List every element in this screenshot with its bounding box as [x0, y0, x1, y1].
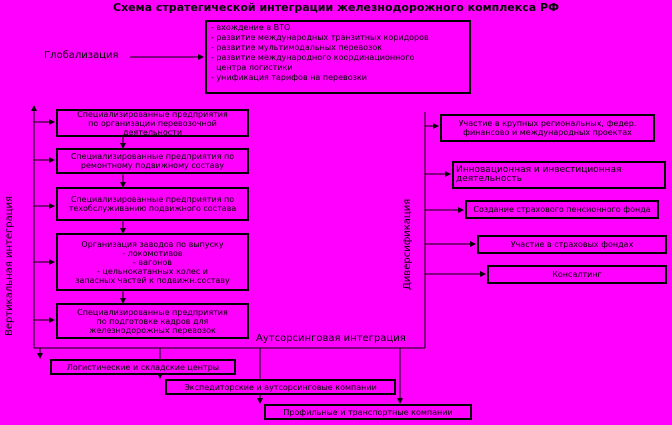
- diversification-box-innovation: Инновационная и инвестиционная деятельно…: [452, 161, 666, 189]
- vertical-box-staff-training: Специализированные предприятия по подгот…: [56, 303, 249, 339]
- outsourcing-box-forwarding: Экспедиторские и аутсорсинговые компании: [165, 379, 396, 395]
- vertical-box-rolling-stock-repair: Специализированные предприятия по ремонт…: [56, 148, 249, 174]
- globalization-item: - вхождение в ВТО: [211, 23, 291, 32]
- globalization-item: центра логистики: [211, 63, 293, 72]
- diversification-box-consulting: Консалтинг: [487, 265, 667, 284]
- diversification-box-projects: Участие в крупных региональных, федер. ф…: [440, 114, 655, 142]
- outsourcing-box-logistics: Логистические и складские центры: [50, 359, 236, 375]
- globalization-item: - унификация тарифов на перевозки: [211, 73, 367, 82]
- diversification-box-insurance: Участие в страховых фондах: [477, 235, 667, 254]
- globalization-item: - развитие международного координационно…: [211, 53, 415, 62]
- globalization-box: - вхождение в ВТО - развитие международн…: [205, 20, 471, 94]
- vertical-box-rolling-stock-maintenance: Специализированные предприятия по техобс…: [56, 187, 249, 221]
- globalization-label: Глобализация: [44, 50, 119, 61]
- vertical-box-factories: Организация заводов по выпуску - локомот…: [56, 233, 249, 291]
- diversification-box-pension-fund: Создание страхового пенсионного фонда: [465, 200, 659, 219]
- vertical-integration-label: Вертикальная интеграция: [4, 195, 15, 336]
- outsourcing-label: Аутсорсинговая интеграция: [256, 333, 406, 344]
- vertical-box-transport-organization: Специализированные предприятия по органи…: [56, 109, 249, 137]
- diversification-label: Диверсификация: [402, 198, 413, 290]
- globalization-item: - развитие международных транзитных кори…: [211, 33, 429, 42]
- diagram-title: Схема стратегической интеграции железнод…: [113, 1, 559, 14]
- outsourcing-box-transport: Профильные и транспортные компании: [264, 404, 472, 420]
- globalization-item: - развитие мультимодальных перевозок: [211, 43, 383, 52]
